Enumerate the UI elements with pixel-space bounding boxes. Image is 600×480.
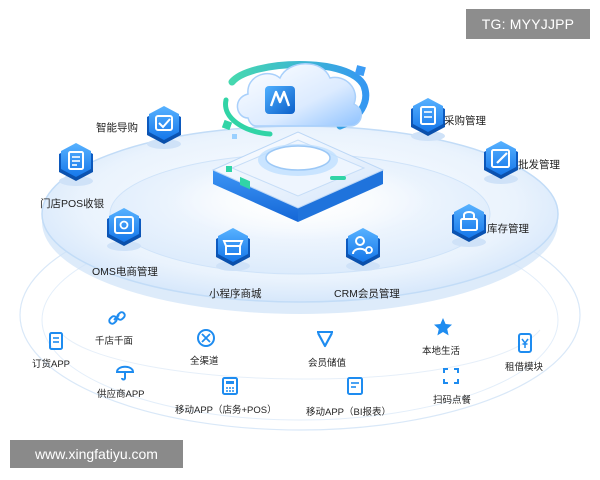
platform-pad — [265, 145, 331, 171]
site-watermark: www.xingfatiyu.com — [10, 440, 183, 468]
node-mini-program[interactable] — [208, 226, 258, 276]
floating-cube-2 — [354, 65, 366, 77]
node-oms[interactable] — [99, 206, 149, 256]
label-supplier-app: 供应商APP — [97, 389, 145, 400]
node-crm[interactable] — [338, 226, 388, 276]
purchase-doc-icon — [411, 98, 445, 141]
label-thousand-stores: 千店千面 — [95, 336, 134, 347]
label-smart-guide: 智能导购 — [96, 122, 138, 134]
clipboard-icon[interactable] — [45, 330, 67, 352]
label-mini-program: 小程序商城 — [209, 288, 262, 300]
platform-light-2 — [226, 166, 232, 172]
label-mobile-app-store: 移动APP（店务+POS） — [175, 405, 277, 416]
label-purchase: 采购管理 — [444, 115, 486, 127]
calculator-icon[interactable] — [219, 375, 241, 397]
heart-check-icon[interactable] — [314, 328, 336, 350]
yen-phone-icon[interactable] — [514, 332, 536, 354]
node-wholesale[interactable] — [476, 139, 526, 189]
label-rental: 租借模块 — [505, 362, 544, 373]
scan-icon[interactable] — [440, 365, 462, 387]
member-gear-icon — [346, 228, 380, 271]
shop-icon — [216, 228, 250, 271]
label-ordering-app: 订货APP — [32, 359, 71, 370]
node-pos[interactable] — [51, 141, 101, 191]
link-icon[interactable] — [106, 307, 128, 329]
node-inventory[interactable] — [444, 202, 494, 252]
platform-light-1 — [330, 176, 346, 180]
pos-terminal-icon — [59, 143, 93, 186]
cloud-logo — [221, 61, 370, 139]
omni-channel-icon[interactable] — [195, 327, 217, 349]
label-oms: OMS电商管理 — [92, 266, 158, 278]
tg-watermark: TG: MYYJJPP — [466, 9, 590, 39]
outer-ring-arc — [59, 329, 541, 380]
label-member-stored-value: 会员储值 — [308, 358, 347, 369]
floating-cube-1 — [221, 119, 233, 131]
cloud-logo-icon — [269, 90, 291, 107]
label-inventory: 库存管理 — [487, 223, 529, 235]
node-smart-guide[interactable] — [139, 104, 189, 154]
node-purchase[interactable] — [403, 96, 453, 146]
green-ribbon-front — [223, 97, 273, 137]
label-wholesale: 批发管理 — [518, 159, 560, 171]
central-platform — [211, 131, 385, 222]
platform-chip-green — [240, 176, 250, 190]
label-omni-channel: 全渠道 — [190, 356, 219, 367]
platform-side-left — [213, 170, 298, 222]
inventory-lock-icon — [452, 204, 486, 247]
label-scan-order: 扫码点餐 — [433, 395, 472, 406]
label-mobile-app-bi: 移动APP（BI报表） — [306, 407, 391, 418]
platform-side-right — [298, 170, 383, 222]
wholesale-pen-icon — [484, 141, 518, 184]
umbrella-icon[interactable] — [114, 360, 136, 382]
star-icon[interactable] — [432, 316, 454, 338]
report-icon[interactable] — [344, 375, 366, 397]
safe-box-icon — [107, 208, 141, 251]
floating-cube-3 — [232, 134, 237, 139]
smart-guide-icon — [147, 106, 181, 149]
label-local-life: 本地生活 — [422, 346, 461, 357]
label-crm: CRM会员管理 — [334, 288, 400, 300]
label-pos: 门店POS收银 — [40, 198, 105, 210]
